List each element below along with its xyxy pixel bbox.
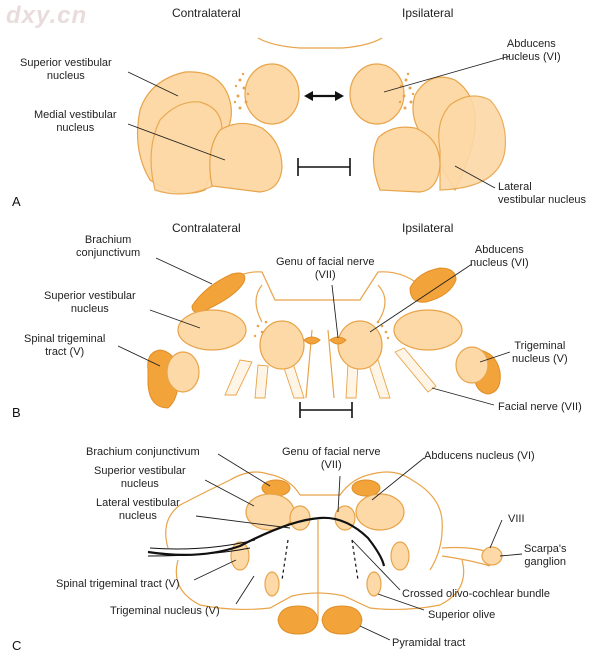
panel-b-genu-label: Genu of facial nerve (VII) [276, 256, 375, 281]
panel-c-ipsi-brachium [351, 479, 381, 497]
panel-c-letter: C [12, 638, 22, 653]
panel-b-leader-brachium [155, 257, 213, 285]
panel-c-leader-scarpa [499, 553, 523, 557]
panel-b-floor-outline [255, 284, 386, 323]
panel-b-contra-trigeminal [166, 351, 200, 393]
panel-b-scale-bar [299, 402, 353, 418]
panel-c-superior-vestibular-label: Superior vestibular nucleus [94, 465, 186, 490]
panel-a-letter: A [12, 194, 21, 209]
panel-c-spinal-trigeminal-fibers [147, 539, 256, 557]
panel-b-contralateral-label: Contralateral [172, 221, 241, 235]
panel-b-leader-facial [431, 387, 495, 406]
panel-b-leader-superior [149, 309, 201, 329]
panel-c-ipsi-superior-vestibular [355, 493, 405, 531]
panel-c-leader-trigeminal [235, 575, 255, 605]
panel-a-leader-lateral [454, 165, 496, 189]
panel-a-contra-medial-vestibular [209, 122, 283, 193]
panel-a-ipsi-medial-vestibular [372, 126, 441, 193]
panel-c-pyramidal-label: Pyramidal tract [392, 637, 466, 649]
panel-c-outline-upper [165, 471, 443, 571]
panel-c-leader-brachium [217, 453, 271, 487]
panel-c-leader-lateral [195, 515, 291, 529]
panel-b-drawing [117, 257, 511, 418]
panel-b-spinal-trigeminal-label: Spinal trigeminal tract (V) [24, 333, 106, 358]
panel-b-ipsi-trigeminal [455, 346, 489, 384]
panel-a-ipsilateral-label: Ipsilateral [402, 6, 454, 20]
panel-c-superior-olive-label: Superior olive [428, 609, 496, 621]
panel-b-abducens-label: Abducens nucleus (VI) [470, 244, 529, 269]
panel-a-arrow-left-head [304, 91, 313, 101]
panel-b-contra-dots [253, 320, 268, 338]
panel-c-leader-spinal [193, 559, 237, 581]
panel-a-ipsi-abducens [349, 63, 405, 125]
panel-c-viii-label: VIII [508, 513, 525, 525]
panel-c-ipsi-superior-olive [366, 571, 382, 597]
panel-a-medial-vestibular-label: Medial vestibular nucleus [34, 109, 117, 134]
panel-b-contra-superior-vestibular [177, 309, 247, 351]
panel-b-leader-trigeminal [479, 351, 511, 363]
panel-b-leader-genu [331, 284, 339, 339]
panel-c-genu-label: Genu of facial nerve (VII) [282, 446, 381, 471]
panel-a-lateral-vestibular-label: Lateral vestibular nucleus [498, 181, 587, 206]
panel-b-leader-abducens [369, 263, 473, 333]
panel-b-ipsi-dots [376, 320, 390, 340]
panel-a-contra-dots [233, 72, 250, 110]
panel-a-contralateral-label: Contralateral [172, 6, 241, 20]
panel-c-spinal-trigeminal-label: Spinal trigeminal tract (V) [56, 578, 180, 590]
panel-b-trigeminal-label: Trigeminal nucleus (V) [512, 340, 568, 365]
watermark: dxy.cn [6, 2, 88, 29]
panel-a-abducens-label: Abducens nucleus (VI) [502, 38, 561, 63]
panel-b-ipsilateral-label: Ipsilateral [402, 221, 454, 235]
panel-b-contra-abducens [259, 320, 305, 370]
panel-b-ipsi-facial-fiber [394, 347, 437, 393]
panel-b-contra-genu [303, 336, 321, 345]
panel-a-leader-medial [127, 123, 226, 161]
panel-c-leader-genu [337, 475, 341, 513]
panel-c-leader-crossed [351, 539, 401, 591]
panel-c-scarpa-ganglion [481, 546, 503, 566]
panel-c-contra-superior-olive [264, 571, 280, 597]
panel-c-brachium-label: Brachium conjunctivum [86, 446, 200, 458]
panel-a-leader-superior [127, 71, 179, 97]
panel-c-trigeminal-label: Trigeminal nucleus (V) [110, 605, 220, 617]
panel-b-ipsi-abducens [337, 320, 383, 370]
panel-a-scale-bar [297, 158, 351, 176]
panel-c-leader-viii [489, 519, 503, 549]
panel-b-ipsi-genu [329, 336, 347, 345]
panel-c-lateral-vestibular-label: Lateral vestibular nucleus [96, 497, 180, 522]
panel-c-drawing [147, 453, 523, 641]
panel-c-leader-pyramidal [359, 625, 391, 641]
panel-c-crossed-olivo-label: Crossed olivo-cochlear bundle [402, 588, 550, 600]
panel-b-letter: B [12, 405, 21, 420]
panel-b-facial-nerve-label: Facial nerve (VII) [498, 401, 582, 413]
panel-c-abducens-label: Abducens nucleus (VI) [424, 450, 535, 462]
panel-c-pyramid-right [321, 605, 363, 635]
panel-b-contra-fiber-2 [254, 364, 269, 399]
panel-c-leader-abducens [371, 457, 425, 501]
panel-b-brachium-label: Brachium conjunctivum [76, 234, 141, 259]
panel-a-arrow-right-head [335, 91, 344, 101]
panel-c-scarpa-label: Scarpa's ganglion [524, 543, 567, 568]
panel-a-superior-vestibular-label: Superior vestibular nucleus [20, 57, 112, 82]
panel-c-contra-brachium [261, 479, 291, 497]
panel-b-leader-spinal [117, 345, 161, 367]
panel-c-ipsi-trigeminal [390, 541, 410, 571]
panel-c-leader-olive [377, 593, 425, 611]
panel-b-contra-fiber-1 [224, 359, 253, 396]
panel-a-ipsi-dots [398, 72, 415, 110]
panel-a-drawing [127, 37, 511, 195]
panel-b-ipsi-brachium [409, 267, 457, 303]
panel-c-leader-superior [204, 479, 255, 507]
panel-a-contra-lateral-vestibular [150, 101, 223, 195]
panel-a-contra-abducens [244, 63, 300, 125]
panel-a-leader-abducens [383, 55, 511, 93]
panel-c-dashed-fibers [281, 539, 359, 581]
panel-b-superior-vestibular-label: Superior vestibular nucleus [44, 290, 136, 315]
panel-c-contra-abducens [289, 505, 311, 531]
panel-c-pyramid-left [277, 605, 319, 635]
panel-b-ipsi-superior-vestibular [393, 309, 463, 351]
panel-a-ventricle-outline [257, 37, 383, 49]
